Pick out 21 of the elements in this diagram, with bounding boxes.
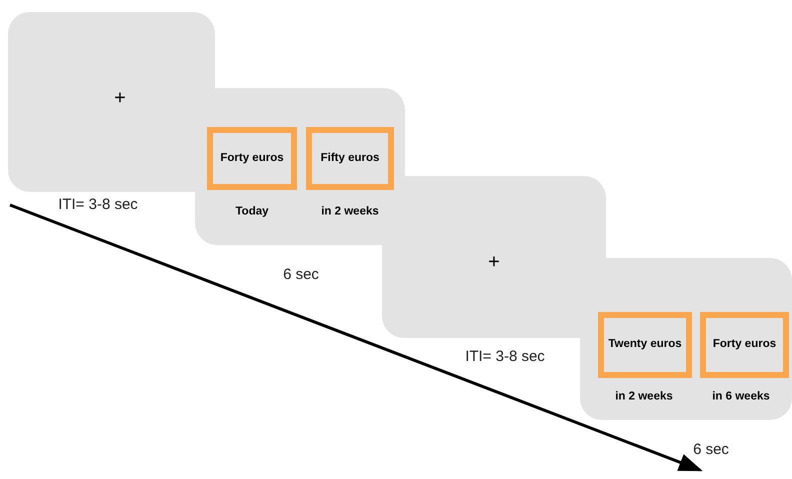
screen-panel (8, 12, 215, 192)
duration-label: ITI= 3-8 sec (465, 346, 545, 367)
duration-label: 6 sec (693, 440, 729, 460)
fixation-cross: + (488, 250, 500, 275)
delay-text: in 6 weeks (712, 389, 770, 404)
option-box (306, 127, 394, 190)
screen-panel (580, 258, 792, 420)
option-text: Twenty euros (608, 337, 682, 352)
option-box (207, 127, 297, 190)
option-text: Forty euros (712, 337, 776, 352)
fixation-cross: + (114, 86, 126, 111)
delay-text: in 2 weeks (321, 204, 379, 220)
delay-text: in 2 weeks (615, 389, 673, 404)
option-box (700, 312, 789, 378)
option-text: Fifty euros (320, 150, 380, 166)
screen-panel (382, 176, 606, 338)
delay-text: Today (236, 204, 268, 220)
duration-label: 6 sec (283, 264, 319, 285)
duration-label: ITI= 3-8 sec (58, 194, 138, 215)
option-text: Forty euros (220, 150, 284, 166)
option-box (598, 312, 692, 378)
